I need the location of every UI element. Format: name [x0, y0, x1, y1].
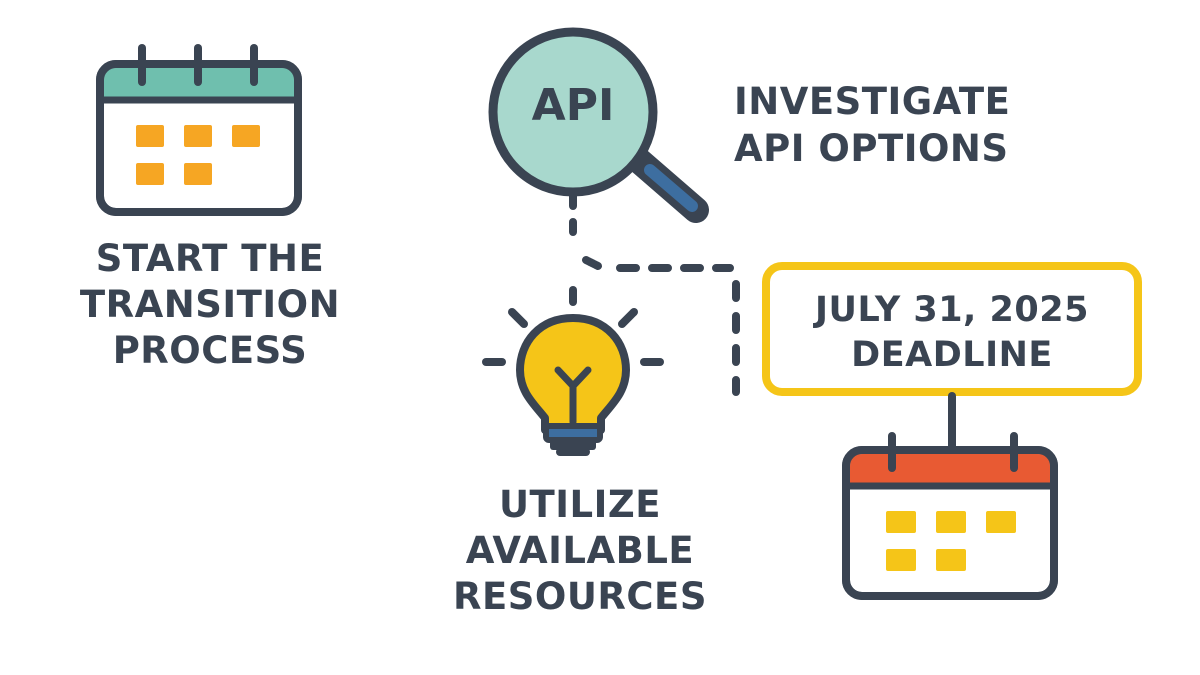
- label-line: RESOURCES: [453, 574, 707, 618]
- label-line: START THE: [95, 237, 325, 280]
- label-line: INVESTIGATE: [734, 80, 1011, 123]
- investigate-api-label: INVESTIGATE API OPTIONS: [734, 78, 1010, 173]
- start-transition-label: START THE TRANSITION PROCESS: [30, 236, 390, 374]
- utilize-resources-label: UTILIZE AVAILABLE RESOURCES: [400, 482, 760, 620]
- label-line: PROCESS: [112, 328, 308, 372]
- label-line: TRANSITION: [79, 282, 341, 326]
- deadline-label: JULY 31, 2025 DEADLINE: [768, 288, 1136, 378]
- label-line: AVAILABLE: [465, 528, 695, 572]
- label-line: API OPTIONS: [734, 127, 1009, 171]
- lightbulb-icon: [482, 286, 664, 456]
- connector-lines: [569, 192, 740, 396]
- label-line: UTILIZE: [499, 483, 661, 526]
- label-line: DEADLINE: [851, 334, 1053, 375]
- api-icon-text: API: [531, 80, 615, 131]
- label-line: JULY 31, 2025: [815, 290, 1089, 330]
- calendar-icon-deadline: [842, 432, 1058, 600]
- calendar-icon-start: [96, 44, 302, 216]
